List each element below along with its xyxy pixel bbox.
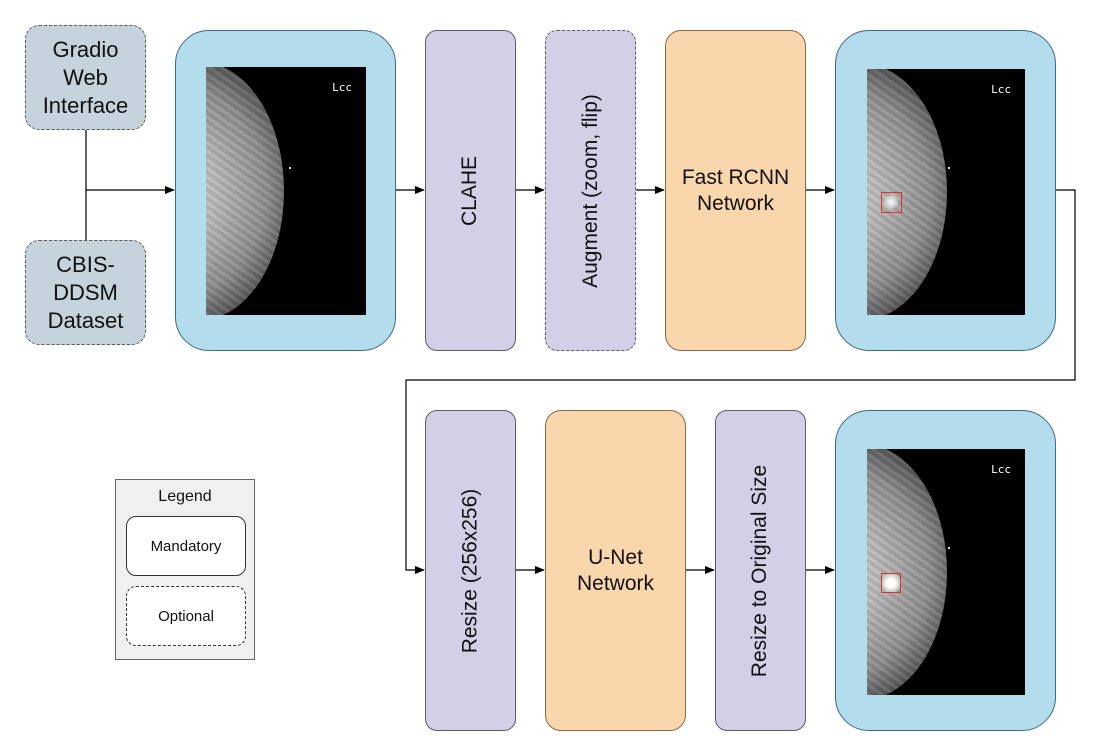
legend-title: Legend [158,488,212,505]
cbis-ddsm-dataset-label: CBIS-DDSM Dataset [47,251,124,333]
unet-node: U-Net Network [545,410,686,731]
legend: Legend Mandatory Optional [115,479,255,660]
resize-node: Resize (256x256) [425,410,516,731]
input-mammogram-card: Lcc [175,30,396,351]
resize-original-node: Resize to Original Size [715,410,806,731]
resize-label: Resize (256x256) [458,488,482,653]
arrow-detection-to-resize [405,189,1076,574]
legend-mandatory-label: Mandatory [150,537,222,555]
cbis-ddsm-dataset-node: CBIS-DDSM Dataset [25,240,146,345]
augment-label: Augment (zoom, flip) [578,93,602,288]
clahe-label: CLAHE [458,155,482,226]
detection-box [881,192,902,213]
input-mammogram-image: Lcc [206,67,366,315]
unet-label: U-Net Network [576,545,655,595]
view-label: Lcc [991,463,1011,476]
clahe-node: CLAHE [425,30,516,351]
legend-mandatory: Mandatory [126,516,246,576]
gradio-web-interface-label: Gradio Web Interface [42,36,129,118]
mass-region [884,195,898,209]
gradio-web-interface-node: Gradio Web Interface [25,25,146,130]
legend-optional: Optional [126,586,246,646]
legend-optional-label: Optional [158,607,214,625]
segmentation-box [881,573,901,593]
segmentation-mammogram-image: Lcc [867,449,1025,695]
segmentation-mammogram-card: Lcc [835,410,1056,731]
fast-rcnn-node: Fast RCNN Network [665,30,806,351]
augment-node: Augment (zoom, flip) [545,30,636,351]
breast-tissue [867,449,947,695]
detection-mammogram-image: Lcc [867,69,1025,315]
view-label: Lcc [991,83,1011,96]
breast-tissue [867,69,947,315]
fast-rcnn-label: Fast RCNN Network [681,165,790,215]
breast-tissue [206,67,284,315]
detection-mammogram-card: Lcc [835,30,1056,351]
mass-region [881,573,901,593]
view-label: Lcc [332,81,352,94]
resize-original-label: Resize to Original Size [748,464,772,677]
